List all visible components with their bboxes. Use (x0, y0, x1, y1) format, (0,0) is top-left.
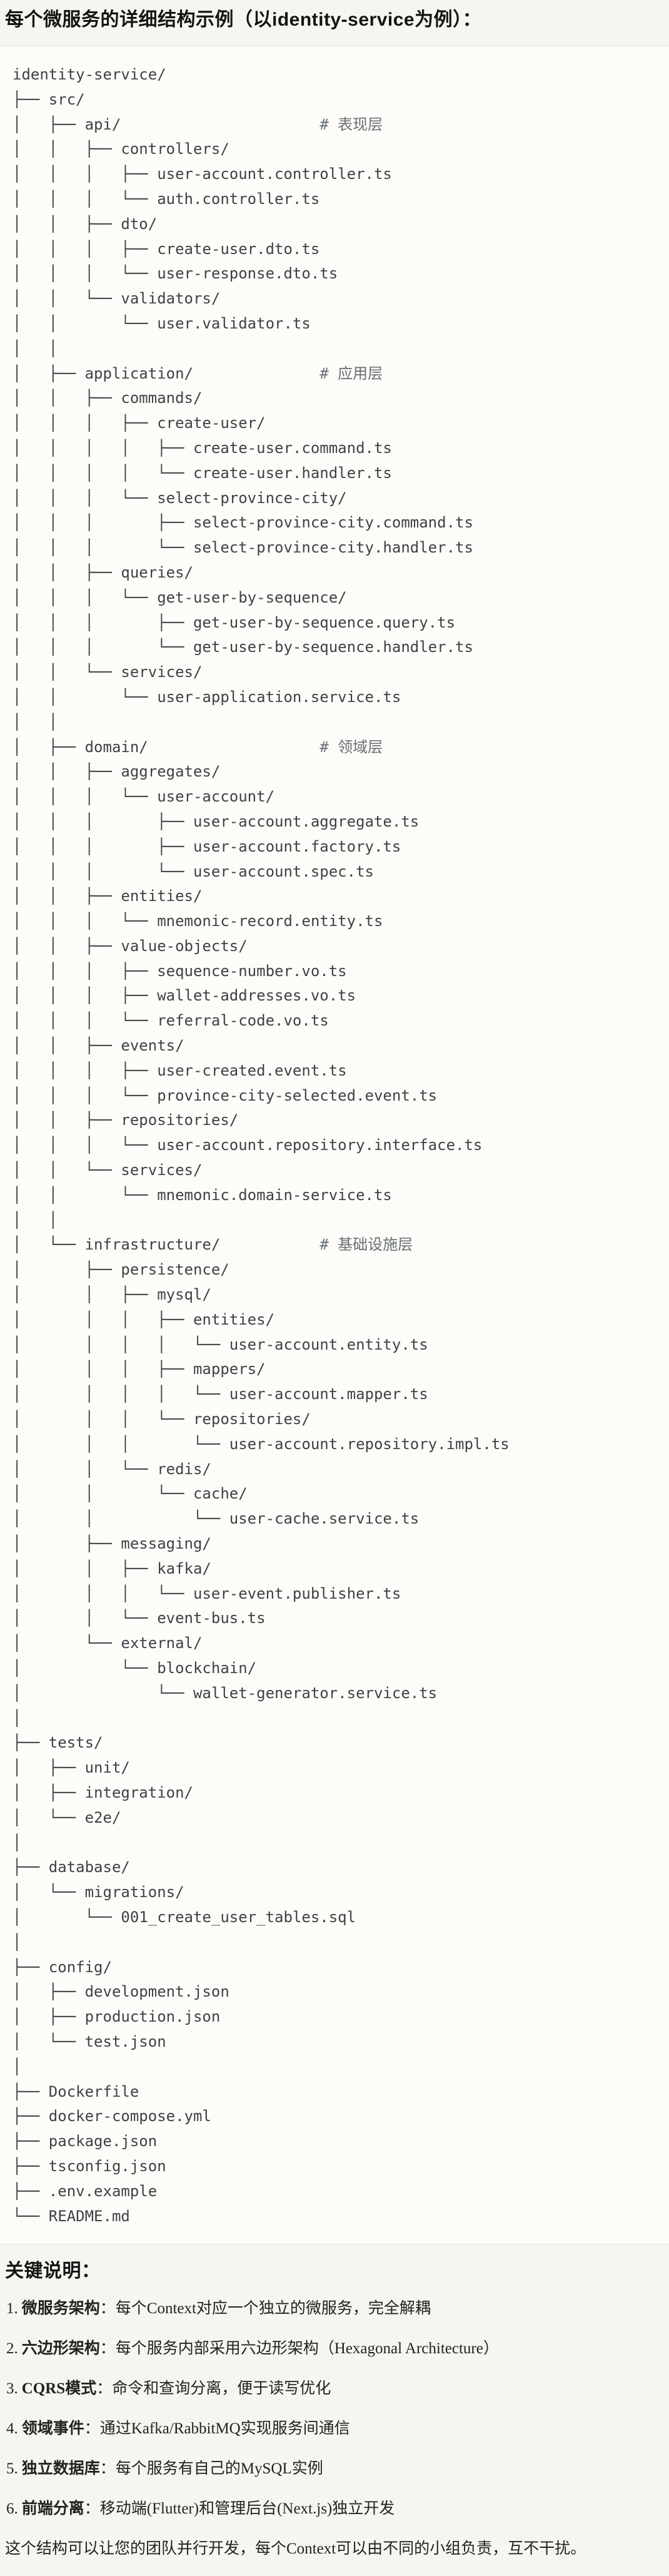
note-text: ：命令和查询分离，便于读写优化 (96, 2380, 331, 2398)
note-number: 6. (6, 2500, 18, 2518)
note-text: ：每个服务有自己的MySQL实例 (99, 2460, 323, 2478)
code-block: identity-service/ ├── src/ │ ├── api/ # … (0, 46, 669, 2245)
notes-footer: 这个结构可以让您的团队并行开发，每个Context可以由不同的小组负责，互不干扰… (5, 2540, 586, 2558)
page-title: 每个微服务的详细结构示例（以identity-service为例）： (5, 9, 482, 30)
directory-tree: identity-service/ ├── src/ │ ├── api/ # … (13, 66, 510, 2225)
note-label: CQRS模式 (21, 2380, 97, 2398)
notes-section: 关键说明： 1.微服务架构：每个Context对应一个独立的微服务，完全解耦 2… (0, 2258, 669, 2560)
note-label: 微服务架构 (21, 2300, 100, 2318)
note-number: 2. (6, 2340, 18, 2358)
note-label: 领域事件 (21, 2420, 84, 2438)
note-text: ：每个Context对应一个独立的微服务，完全解耦 (99, 2300, 431, 2318)
note-label: 六边形架构 (21, 2340, 100, 2358)
note-number: 1. (6, 2300, 18, 2318)
note-text: ：通过Kafka/RabbitMQ实现服务间通信 (84, 2420, 350, 2438)
note-number: 4. (6, 2420, 18, 2438)
note-label: 前端分离 (21, 2500, 84, 2518)
notes-heading: 关键说明： (5, 2261, 101, 2282)
note-number: 5. (6, 2460, 18, 2478)
note-label: 独立数据库 (21, 2460, 100, 2478)
note-text: ：移动端(Flutter)和管理后台(Next.js)独立开发 (84, 2500, 395, 2518)
note-item: 1.微服务架构：每个Context对应一个独立的微服务，完全解耦 (6, 2298, 663, 2319)
note-item: 3.CQRS模式：命令和查询分离，便于读写优化 (6, 2378, 663, 2400)
note-number: 3. (6, 2380, 18, 2398)
note-item: 5.独立数据库：每个服务有自己的MySQL实例 (6, 2458, 663, 2480)
note-item: 6.前端分离：移动端(Flutter)和管理后台(Next.js)独立开发 (6, 2498, 663, 2520)
note-item: 4.领域事件：通过Kafka/RabbitMQ实现服务间通信 (6, 2418, 663, 2440)
note-item: 2.六边形架构：每个服务内部采用六边形架构（Hexagonal Architec… (6, 2338, 663, 2360)
note-text: ：每个服务内部采用六边形架构（Hexagonal Architecture） (99, 2340, 499, 2358)
